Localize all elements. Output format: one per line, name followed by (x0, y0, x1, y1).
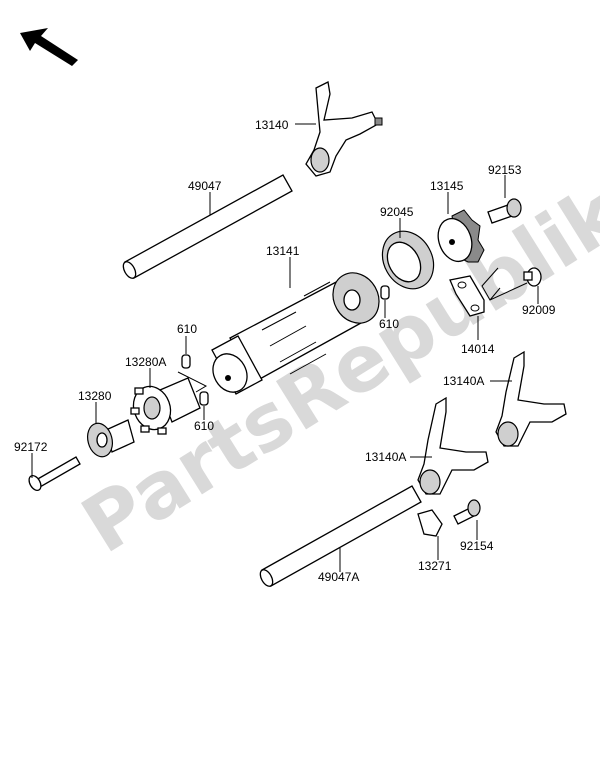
label-13140A-right: 13140A (443, 374, 484, 388)
label-610-right: 610 (379, 317, 399, 331)
guide (417, 509, 443, 537)
label-610-bottom: 610 (194, 419, 214, 433)
bearing (381, 230, 435, 290)
pin-left-bottom (199, 391, 209, 406)
shift-fork-upper (305, 81, 383, 177)
shift-fork-middle (417, 396, 489, 495)
label-49047A: 49047A (318, 570, 359, 584)
screw (523, 267, 542, 287)
shift-rod-upper (122, 174, 293, 279)
bolt-lower (453, 499, 481, 525)
label-92009: 92009 (522, 303, 556, 317)
shift-drum (211, 272, 380, 395)
leader-lines (31, 123, 539, 572)
label-13280: 13280 (78, 389, 112, 403)
shift-rod-lower (259, 485, 422, 587)
shift-cam (87, 419, 135, 458)
label-92172: 92172 (14, 440, 48, 454)
label-13141: 13141 (266, 244, 300, 258)
bolt-upper (487, 198, 522, 224)
plate (449, 275, 485, 317)
label-610-top: 610 (177, 322, 197, 336)
label-49047: 49047 (188, 179, 222, 193)
bolt-left (28, 456, 81, 492)
shift-fork-right (495, 350, 567, 447)
label-13280A: 13280A (125, 355, 166, 369)
drum-stopper-gear (437, 209, 485, 263)
pin-right (380, 285, 390, 300)
label-13271: 13271 (418, 559, 452, 573)
pin-holder (130, 377, 201, 435)
label-92153: 92153 (488, 163, 522, 177)
arrow-up-left-icon (20, 28, 78, 66)
label-13145: 13145 (430, 179, 464, 193)
pin-left-top (181, 354, 191, 369)
label-92154: 92154 (460, 539, 494, 553)
label-13140: 13140 (255, 118, 289, 132)
label-14014: 14014 (461, 342, 495, 356)
label-13140A-middle: 13140A (365, 450, 406, 464)
label-92045: 92045 (380, 205, 414, 219)
